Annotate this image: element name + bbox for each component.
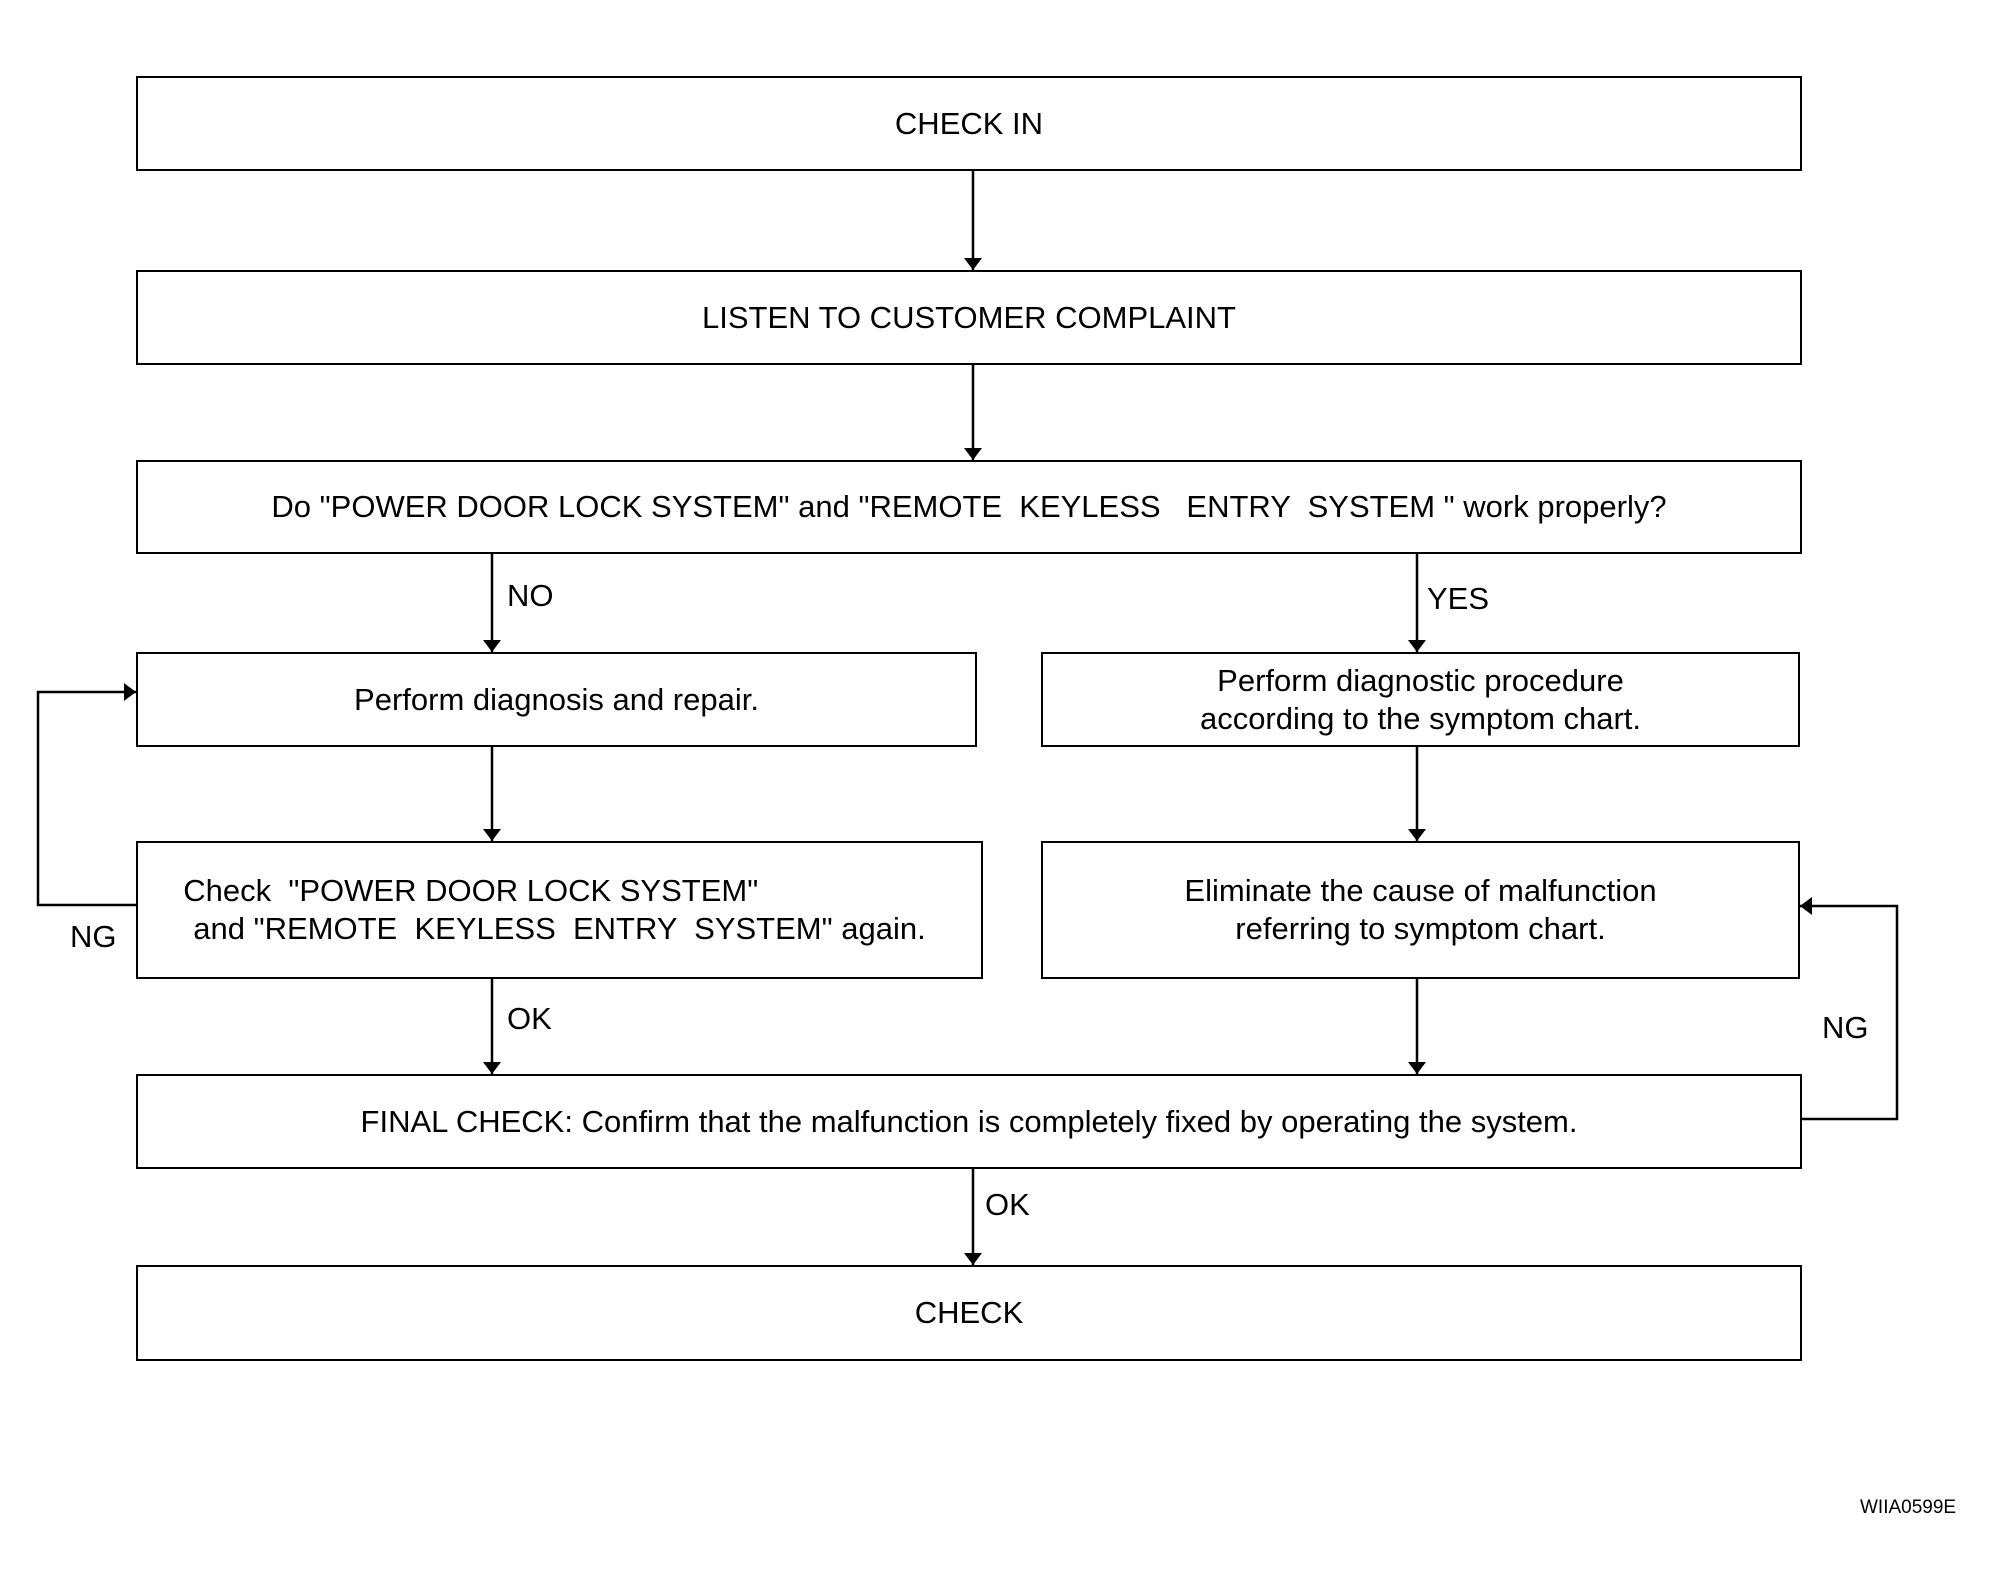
check-again-line-1: Check "POWER DOOR LOCK SYSTEM" bbox=[183, 873, 759, 908]
diagnostic-procedure-box: Perform diagnostic procedure according t… bbox=[1041, 652, 1800, 747]
eliminate-cause-line-2: referring to symptom chart. bbox=[1235, 911, 1606, 946]
ng-label-left: NG bbox=[70, 919, 117, 954]
check-again-line-2: and "REMOTE KEYLESS ENTRY SYSTEM" again. bbox=[193, 911, 926, 946]
eliminate-cause-line-1: Eliminate the cause of malfunction bbox=[1184, 873, 1657, 908]
ng-label-right: NG bbox=[1822, 1010, 1869, 1045]
diagnosis-repair-text: Perform diagnosis and repair. bbox=[354, 681, 759, 717]
yes-label: YES bbox=[1427, 581, 1490, 616]
decision-text: Do "POWER DOOR LOCK SYSTEM" and "REMOTE … bbox=[271, 489, 1667, 524]
final-check-text: FINAL CHECK: Confirm that the malfunctio… bbox=[360, 1103, 1578, 1139]
check-out-text: CHECK bbox=[914, 1295, 1024, 1330]
diagnostic-procedure-line-1: Perform diagnostic procedure bbox=[1217, 662, 1624, 698]
diagnostic-procedure-line-2: according to the symptom chart. bbox=[1199, 700, 1642, 736]
check-again-box: Check "POWER DOOR LOCK SYSTEM" and "REMO… bbox=[136, 841, 983, 979]
arrow-ng-loop-left bbox=[36, 683, 136, 907]
listen-to-complaint-box: LISTEN TO CUSTOMER COMPLAINT bbox=[136, 270, 1802, 365]
check-out-box: CHECK bbox=[136, 1265, 1802, 1361]
decision-box: Do "POWER DOOR LOCK SYSTEM" and "REMOTE … bbox=[136, 460, 1802, 554]
check-in-box: CHECK IN bbox=[136, 76, 1802, 171]
diagnosis-repair-box: Perform diagnosis and repair. bbox=[136, 652, 977, 747]
ok-label-center: OK bbox=[985, 1187, 1030, 1222]
figure-id: WIIA0599E bbox=[1860, 1497, 1957, 1518]
eliminate-cause-box: Eliminate the cause of malfunction refer… bbox=[1041, 841, 1800, 979]
arrow-ng-loop-right bbox=[1800, 897, 1899, 1121]
final-check-box: FINAL CHECK: Confirm that the malfunctio… bbox=[136, 1074, 1802, 1169]
listen-to-complaint-text: LISTEN TO CUSTOMER COMPLAINT bbox=[702, 299, 1236, 335]
no-label: NO bbox=[507, 578, 554, 613]
ok-label-left: OK bbox=[507, 1001, 552, 1036]
check-in-text: CHECK IN bbox=[894, 105, 1044, 141]
